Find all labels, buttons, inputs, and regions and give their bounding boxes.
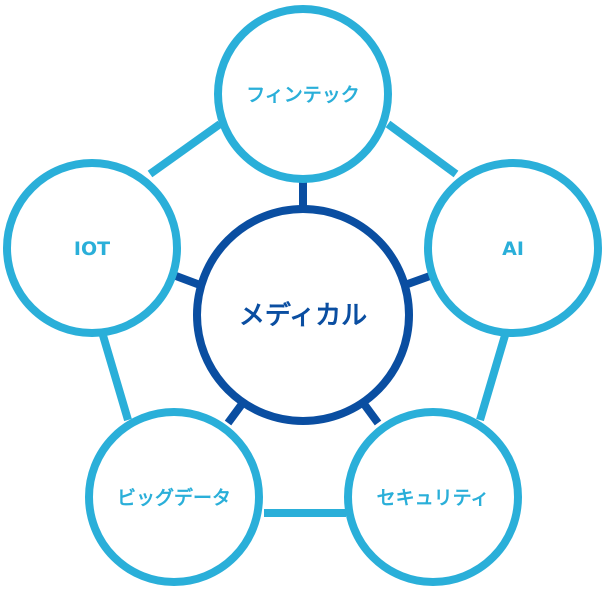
node-center: メディカル — [193, 205, 413, 425]
node-fintech-circle — [214, 5, 392, 183]
center-label: メディカル — [239, 300, 367, 331]
node-security: セキュリティ — [344, 408, 522, 586]
edge-iot-fintech — [147, 120, 223, 178]
spoke-iot — [174, 272, 202, 289]
spoke-ai — [403, 272, 432, 289]
pentagon-edges — [98, 120, 510, 517]
edge-ai-security — [476, 330, 510, 422]
edge-fintech-ai — [385, 120, 459, 178]
node-ai: AI — [424, 159, 602, 337]
node-ai-label: AI — [502, 238, 524, 260]
node-security-circle — [344, 408, 522, 586]
node-bigdata: ビッグデータ — [85, 408, 263, 586]
node-fintech: フィンテック — [214, 5, 392, 183]
center-circle — [193, 205, 413, 425]
node-iot-label: IOT — [74, 238, 110, 260]
node-fintech-label: フィンテック — [246, 84, 360, 106]
spoke-bigdata — [224, 401, 246, 426]
node-iot: IOT — [3, 159, 181, 337]
spoke-security — [360, 401, 382, 426]
node-iot-circle — [3, 159, 181, 337]
node-security-label: セキュリティ — [377, 487, 490, 509]
node-bigdata-label: ビッグデータ — [117, 486, 231, 509]
node-ai-circle — [424, 159, 602, 337]
node-bigdata-circle — [85, 408, 263, 586]
edge-bigdata-iot — [98, 330, 132, 422]
